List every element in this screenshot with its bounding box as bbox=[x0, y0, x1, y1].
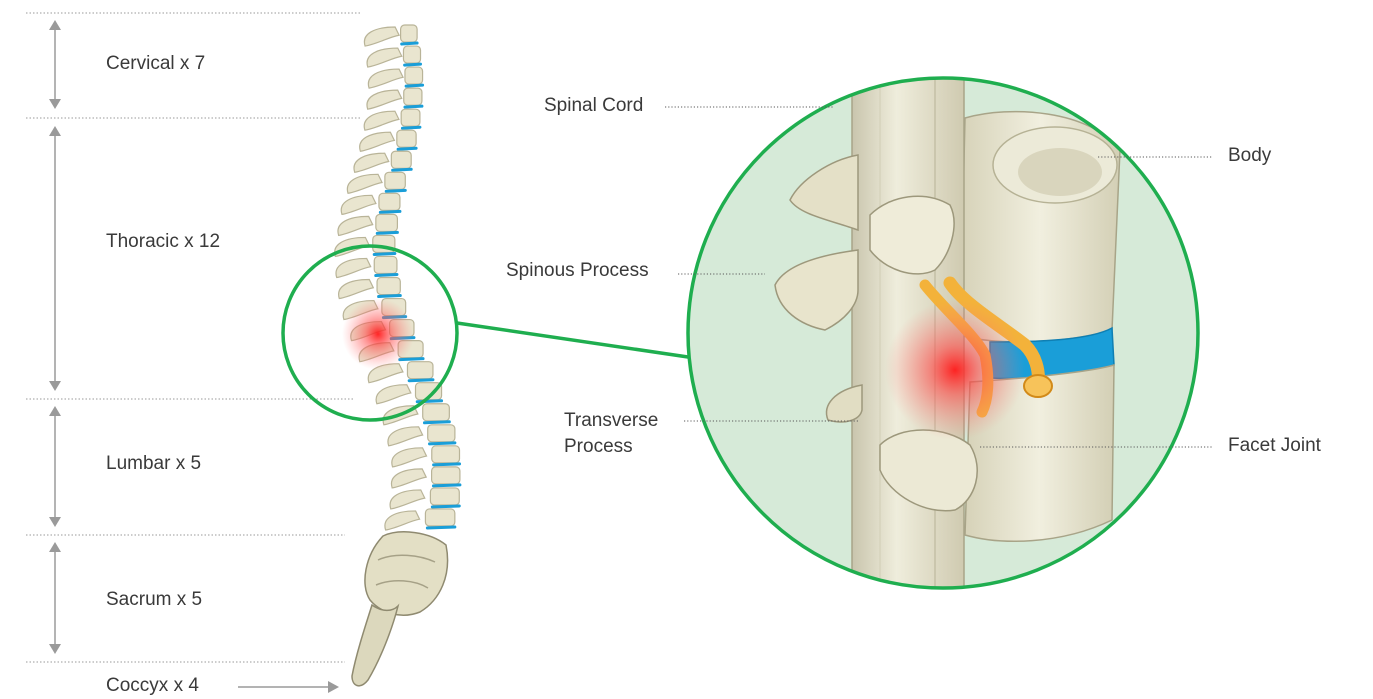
vertebra bbox=[385, 509, 455, 530]
region-label-cervical: Cervical x 7 bbox=[106, 51, 205, 77]
callout-facet-joint: Facet Joint bbox=[1228, 433, 1321, 459]
callout-spinal-cord: Spinal Cord bbox=[544, 93, 643, 119]
region-label-thoracic: Thoracic x 12 bbox=[106, 229, 220, 255]
vertebra bbox=[360, 130, 416, 151]
zoom-connector-line bbox=[457, 323, 688, 357]
callout-transverse-process-line1: Transverse bbox=[564, 408, 684, 434]
vertebra bbox=[367, 46, 420, 67]
facet-upper bbox=[870, 196, 954, 274]
double-arrow-icon bbox=[49, 126, 61, 391]
region-label-lumbar: Lumbar x 5 bbox=[106, 451, 201, 477]
callout-transverse-process-line2: Process bbox=[564, 434, 684, 460]
vertebra bbox=[392, 446, 460, 467]
double-arrow-icon bbox=[49, 406, 61, 527]
vertebra bbox=[364, 109, 420, 130]
double-arrow-icon bbox=[49, 20, 61, 109]
vertebra bbox=[341, 193, 400, 214]
vertebra bbox=[364, 25, 417, 46]
vertebra bbox=[388, 425, 455, 446]
vertebra bbox=[354, 151, 411, 172]
region-label-sacrum: Sacrum x 5 bbox=[106, 587, 202, 613]
region-separators bbox=[26, 13, 362, 662]
vertebra bbox=[347, 172, 405, 193]
double-arrow-icon bbox=[49, 542, 61, 654]
vertebra bbox=[367, 88, 422, 109]
vertebra bbox=[368, 67, 422, 88]
right-arrow-icon bbox=[238, 681, 339, 693]
vertebra bbox=[336, 256, 397, 277]
zoom-detail bbox=[688, 60, 1198, 620]
vertebra bbox=[390, 488, 459, 509]
callout-body: Body bbox=[1228, 143, 1271, 169]
vertebra bbox=[338, 214, 397, 235]
region-label-coccyx: Coccyx x 4 bbox=[106, 673, 199, 699]
coccyx bbox=[352, 605, 398, 686]
spine-illustration bbox=[335, 25, 460, 686]
vertebra bbox=[391, 467, 459, 488]
vertebra bbox=[339, 278, 401, 299]
callout-transverse-process: Transverse Process bbox=[564, 408, 684, 460]
pain-spot bbox=[342, 298, 414, 370]
sacrum bbox=[365, 532, 448, 615]
callout-spinous-process: Spinous Process bbox=[506, 258, 649, 284]
pain-spot-zoom bbox=[885, 300, 1025, 440]
